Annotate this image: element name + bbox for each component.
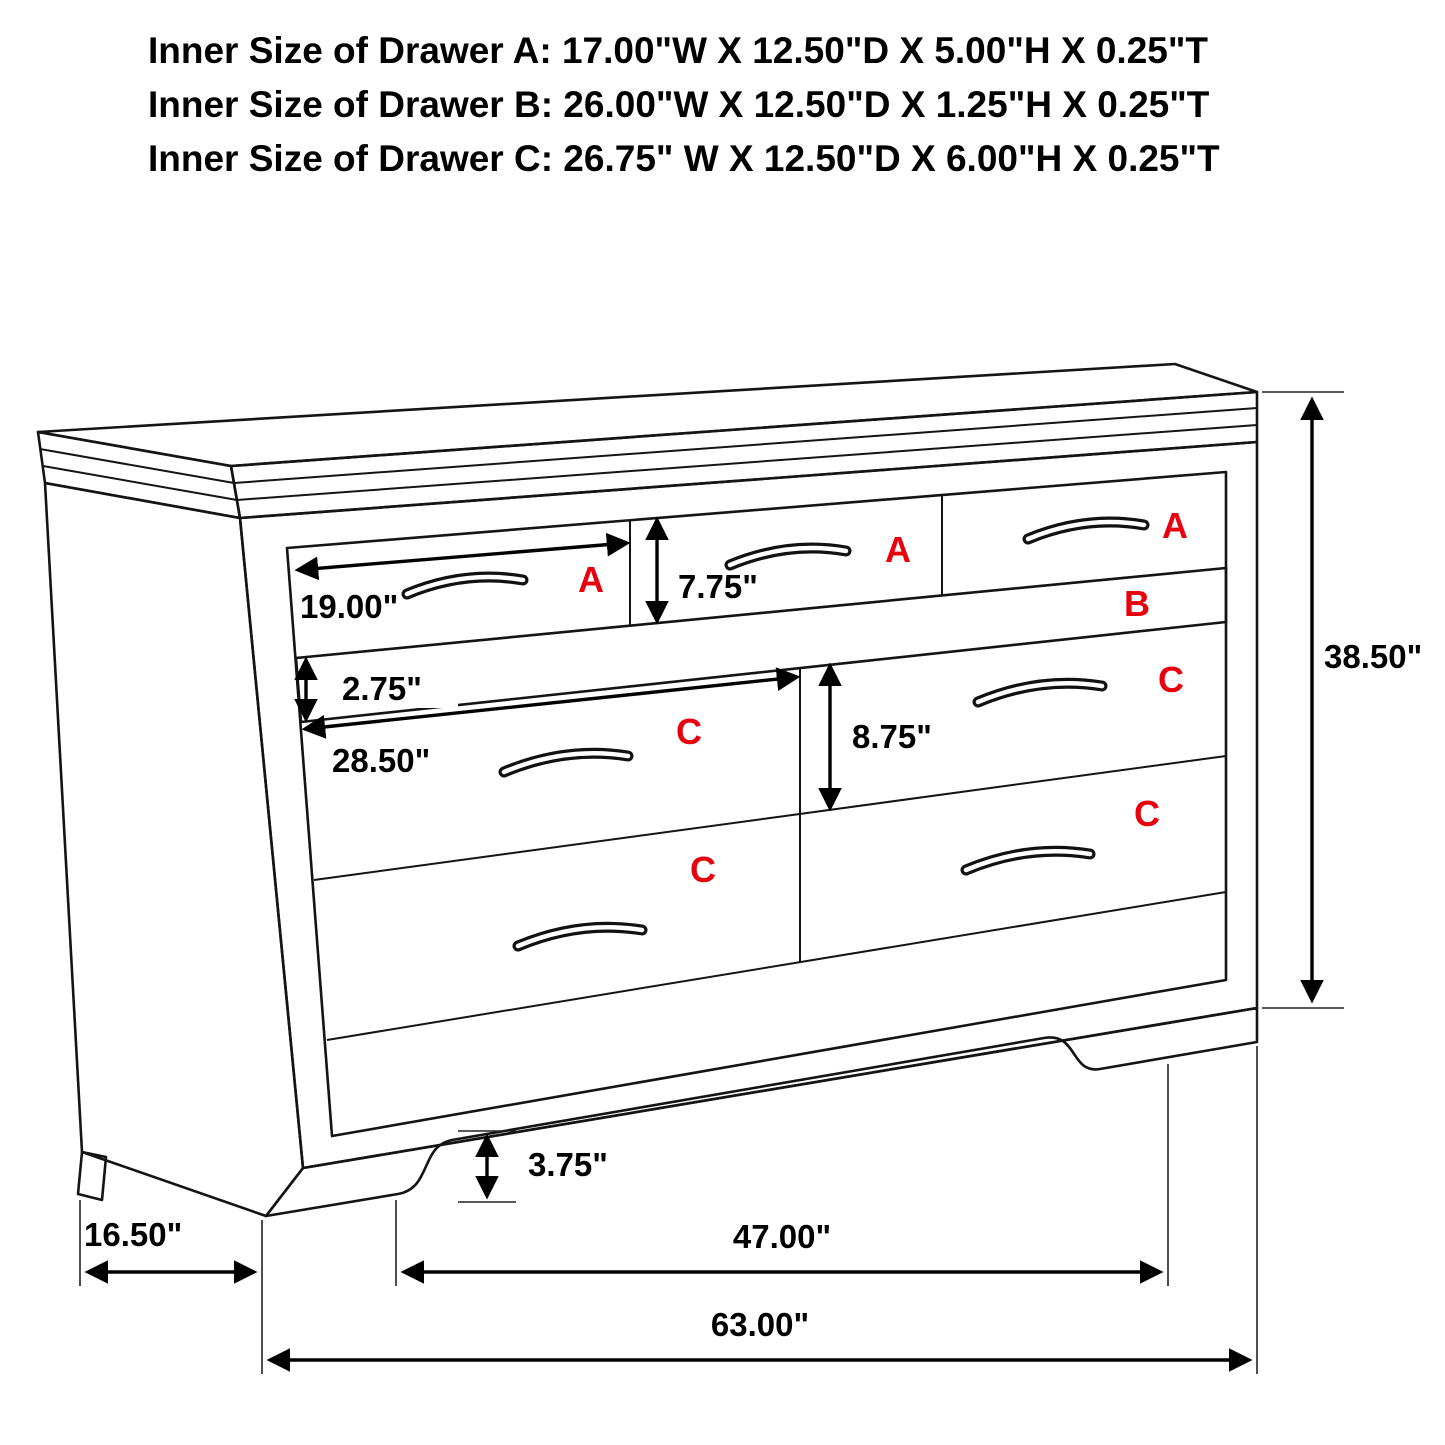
dimension-annotations: 19.00" 7.75" 2.75" 28.50" 8.75" 38.50": [79, 391, 1422, 1374]
dim-overall-height: 38.50": [1262, 391, 1422, 1009]
top-molding-side: [36, 430, 242, 520]
dim-arrow-drawer-c-width: [301, 667, 801, 739]
dim-drawer-c-height: 8.75": [818, 662, 932, 812]
dim-text-depth: 16.50": [84, 1216, 182, 1253]
dim-drawer-a-height: 7.75": [645, 516, 758, 625]
dim-depth: 16.50": [79, 1200, 263, 1374]
label-drawer-c-top-left: C: [676, 711, 702, 752]
handle-drawer-a2: [724, 542, 852, 571]
label-drawer-c-top-right: C: [1158, 659, 1184, 700]
dim-text-drawer-a-height: 7.75": [678, 568, 758, 605]
label-drawer-c-bottom-right: C: [1134, 793, 1160, 834]
base-apron-and-feet: [264, 1006, 1259, 1218]
molding-line-side-2: [42, 465, 238, 501]
dim-text-leg-span: 47.00": [733, 1218, 831, 1255]
dim-text-drawer-c-width: 28.50": [332, 742, 430, 779]
dim-text-drawer-c-height: 8.75": [852, 718, 932, 755]
handle-drawer-c-top-left: [498, 747, 634, 778]
label-drawer-b: B: [1124, 583, 1150, 624]
dim-overall-width: 63.00": [266, 1046, 1258, 1374]
dim-text-overall-height: 38.50": [1324, 638, 1422, 675]
handle-drawer-c-bottom-left: [512, 921, 648, 952]
dim-text-drawer-b-height: 2.75": [342, 670, 422, 707]
dim-leg-span-width: 47.00": [395, 1064, 1169, 1286]
dim-drawer-b-height: 2.75": [294, 656, 458, 723]
row-line-c1-bottom: [313, 755, 1227, 881]
dim-text-drawer-a-width: 19.00": [300, 588, 398, 625]
handle-drawer-c-top-right: [972, 677, 1108, 708]
label-drawer-a3: A: [1162, 505, 1188, 546]
label-b-backing: [1118, 585, 1158, 623]
handle-drawer-a3: [1022, 516, 1150, 545]
top-surface: [36, 362, 1259, 468]
label-drawer-c-bottom-left: C: [690, 849, 716, 890]
title-block: Inner Size of Drawer A: 17.00"W X 12.50"…: [148, 30, 1220, 179]
dim-leg-height: 3.75": [458, 1130, 608, 1203]
label-drawer-a2: A: [885, 529, 911, 570]
dim-text-overall-width: 63.00": [711, 1306, 809, 1343]
title-line-drawer-a: Inner Size of Drawer A: 17.00"W X 12.50"…: [148, 30, 1208, 71]
molding-line-front-1: [233, 407, 1258, 484]
row-line-c2-bottom: [326, 891, 1227, 1041]
handle-drawer-a1: [401, 571, 529, 600]
molding-line-side-1: [39, 448, 235, 484]
label-drawer-a1: A: [578, 559, 604, 600]
dresser-outline: [36, 362, 1259, 1218]
molding-line-front-2: [236, 424, 1258, 501]
drawer-handles: [401, 516, 1150, 952]
title-line-drawer-c: Inner Size of Drawer C: 26.75" W X 12.50…: [148, 138, 1220, 179]
back-left-foot: [76, 1150, 108, 1202]
drawer-opening: [285, 470, 1228, 1138]
dim-drawer-c-width: 28.50": [301, 667, 801, 779]
handle-drawer-c-bottom-right: [960, 845, 1096, 876]
front-frame: [238, 440, 1259, 1170]
dim-text-leg-height: 3.75": [528, 1146, 608, 1183]
dim-drawer-a-width: 19.00": [294, 532, 631, 625]
side-panel: [43, 481, 305, 1218]
dim-arrow-drawer-a-width: [294, 532, 631, 581]
title-line-drawer-b: Inner Size of Drawer B: 26.00"W X 12.50"…: [148, 84, 1210, 125]
